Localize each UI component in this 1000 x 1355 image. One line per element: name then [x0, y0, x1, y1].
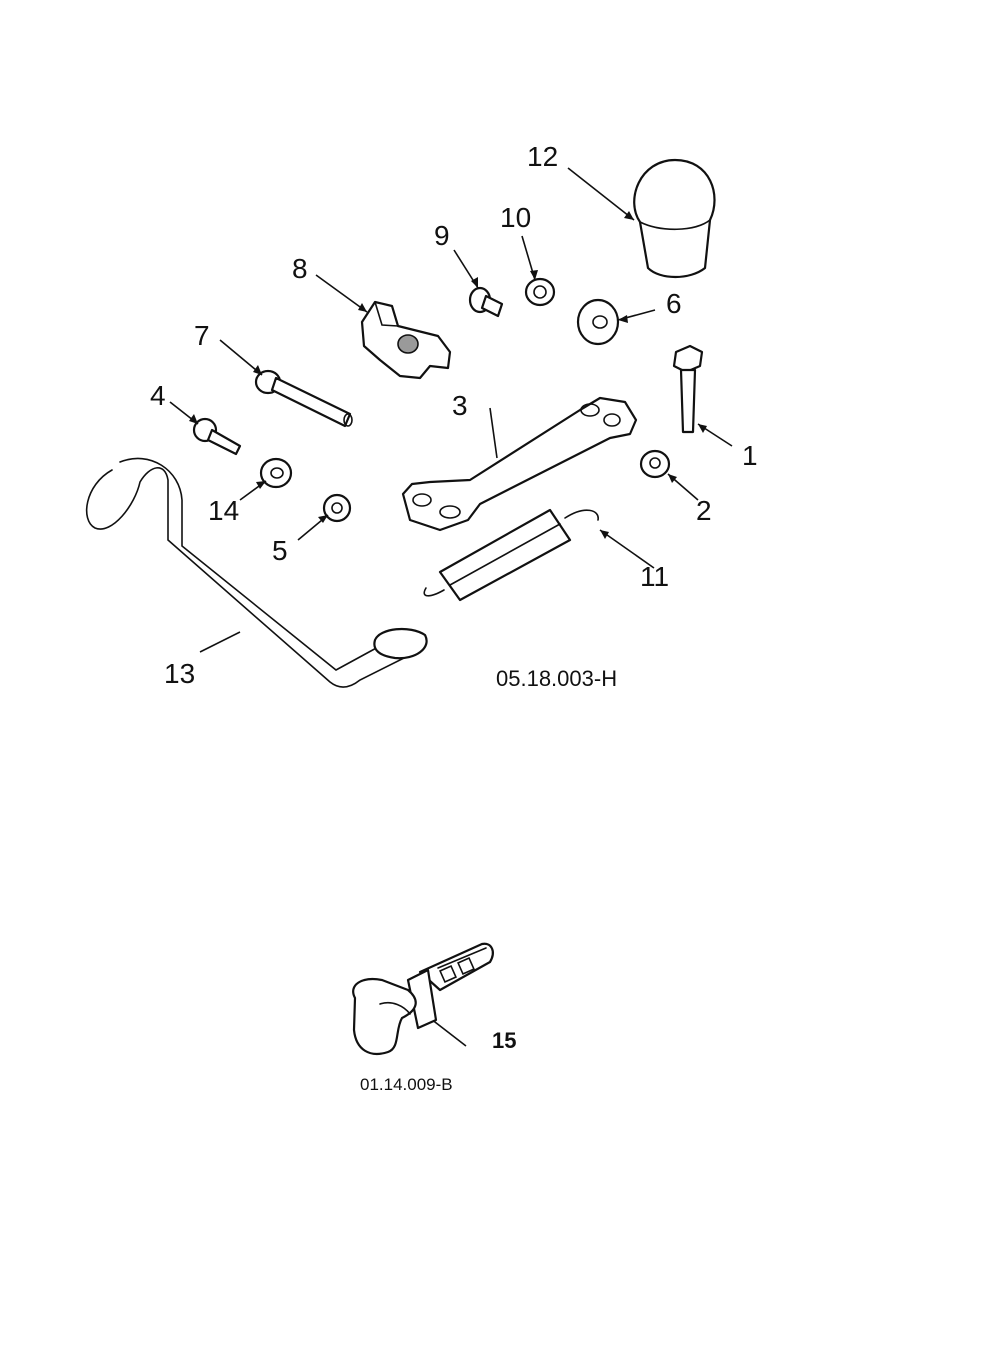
part-5-nut — [322, 493, 352, 523]
callout-7: 7 — [194, 320, 210, 351]
part-12-knob — [633, 158, 716, 278]
figure-id-main: 05.18.003-H — [496, 666, 617, 691]
callout-9: 9 — [434, 220, 450, 251]
leader-lines — [169, 167, 733, 1047]
callout-8: 8 — [292, 253, 308, 284]
callout-1: 1 — [742, 440, 758, 471]
part-7-bolt — [254, 369, 353, 428]
callout-11: 11 — [640, 561, 669, 592]
callout-15: 15 — [492, 1028, 516, 1053]
callout-2: 2 — [696, 495, 712, 526]
callout-14: 14 — [208, 495, 239, 526]
part-3-link — [401, 396, 638, 532]
callout-10: 10 — [500, 202, 531, 233]
part-8-bracket — [360, 300, 452, 380]
part-10-nut — [524, 277, 556, 307]
part-15-handle — [352, 942, 494, 1056]
callout-13: 13 — [164, 658, 195, 689]
callout-6: 6 — [666, 288, 682, 319]
part-11-spring — [423, 508, 599, 602]
callout-5: 5 — [272, 535, 288, 566]
part-9-pin — [468, 286, 504, 318]
part-14-washer — [259, 457, 293, 489]
callout-12: 12 — [527, 141, 558, 172]
callout-4: 4 — [150, 380, 166, 411]
part-2-nut — [639, 449, 671, 479]
part-13-rod — [85, 457, 428, 688]
callout-3: 3 — [452, 390, 468, 421]
part-4-bolt — [192, 417, 242, 456]
part-1-bolt — [672, 344, 704, 434]
figure-id-secondary: 01.14.009-B — [360, 1075, 453, 1094]
part-6-washer — [576, 298, 620, 346]
callouts: 1 2 3 4 5 6 7 8 9 10 11 12 13 14 15 — [150, 141, 758, 1053]
